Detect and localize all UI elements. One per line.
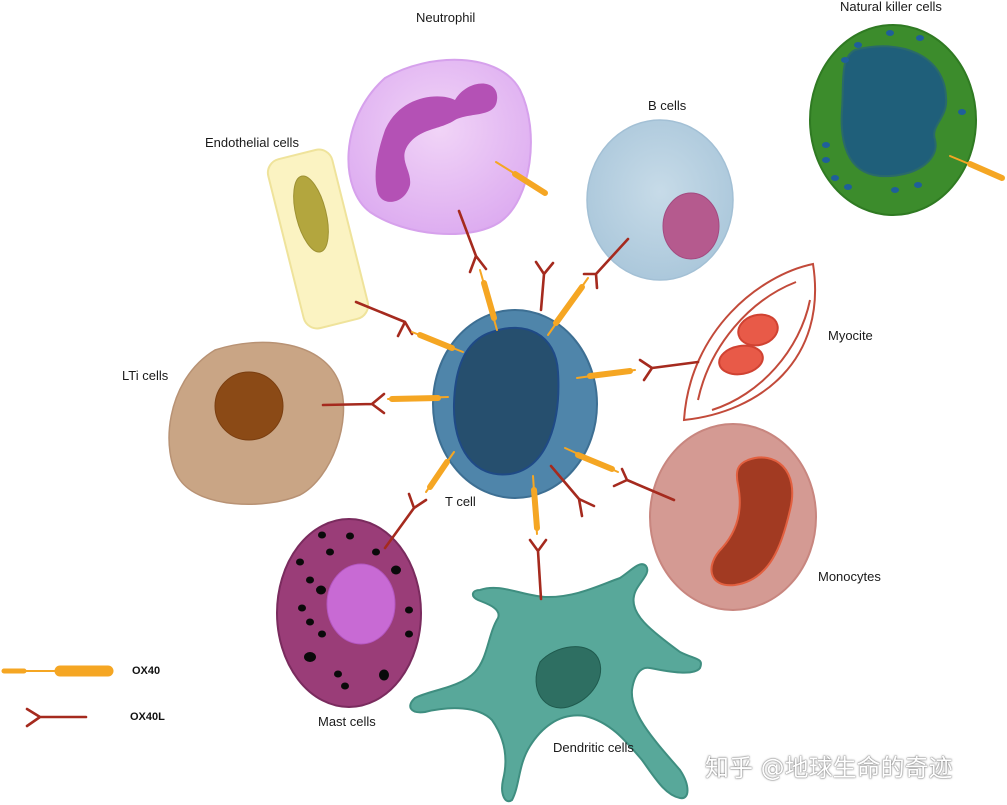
ox40-receptor [531, 475, 540, 535]
label-myocite: Myocite [828, 328, 873, 343]
t-cell [432, 309, 598, 499]
ox40-receptor [564, 447, 619, 473]
label-monocytes: Monocytes [818, 569, 881, 584]
label-mast-cells: Mast cells [318, 714, 376, 729]
monocyte-nucleus [710, 456, 794, 587]
lti-nucleus [214, 371, 284, 441]
endothelial-cell [266, 148, 370, 330]
monocyte [649, 423, 817, 611]
ox40l-ligand [549, 464, 596, 518]
mast-nucleus [326, 563, 396, 645]
ox40-receptor [547, 277, 589, 336]
ox40l-ligand [612, 467, 676, 502]
ox40-receptor [411, 331, 464, 353]
label-endothelial-cells: Endothelial cells [205, 135, 299, 150]
myocite-fiber [711, 299, 811, 411]
ox40-receptors [387, 155, 1005, 535]
dendritic-nucleus [535, 646, 602, 709]
myocite-outline [682, 262, 816, 422]
neutrophil-body [347, 58, 532, 236]
ox40l-ligand [638, 358, 700, 382]
b-cell [586, 119, 734, 281]
t-cell-nucleus [452, 326, 560, 476]
ox40l-ligand [534, 260, 555, 312]
ox40l-ligand [354, 300, 414, 338]
mast-granules [296, 531, 413, 690]
b-cell-body [586, 119, 734, 281]
watermark: 知乎 @地球生命的奇迹 [705, 754, 953, 782]
dendritic-cell [409, 563, 702, 803]
mast-cell [276, 518, 422, 708]
ox40-receptor [387, 395, 449, 402]
natural-killer-cell [809, 24, 977, 216]
nk-nucleus [840, 45, 948, 178]
label-t-cell: T cell [445, 494, 476, 509]
ox40-receptor [425, 451, 455, 493]
ox40-receptor [495, 161, 548, 196]
neutrophil [347, 58, 532, 236]
ox40l-ligand [528, 538, 548, 601]
endothelial-nucleus [293, 175, 329, 253]
myocite-nucleus [718, 344, 764, 376]
legend-ox40l-label: OX40L [130, 711, 165, 723]
legend-ox40l-icon [25, 707, 88, 728]
ox40l-ligand [457, 209, 488, 274]
b-cell-nucleus [662, 192, 720, 260]
ox40l-ligand [321, 392, 386, 415]
ox40-receptor [479, 269, 498, 331]
myocite-nucleus [737, 313, 779, 347]
label-natural-killer-cells: Natural killer cells [840, 0, 942, 14]
ox40-receptor [949, 155, 1005, 181]
myocite-fiber [697, 281, 797, 401]
ox40-receptor [576, 368, 636, 379]
myocite [682, 262, 816, 422]
label-neutrophil: Neutrophil [416, 10, 476, 25]
ox40l-ligands [321, 209, 700, 601]
ox40l-ligand [383, 492, 428, 550]
lti-cell [168, 341, 345, 505]
ox40l-ligand [582, 237, 630, 290]
label-b-cells: B cells [648, 98, 687, 113]
legend-ox40-label: OX40 [132, 665, 161, 677]
nk-granules [822, 30, 966, 193]
neutrophil-nucleus [375, 83, 498, 202]
label-dendritic-cells: Dendritic cells [553, 740, 634, 755]
label-lti-cells: LTi cells [122, 368, 169, 383]
